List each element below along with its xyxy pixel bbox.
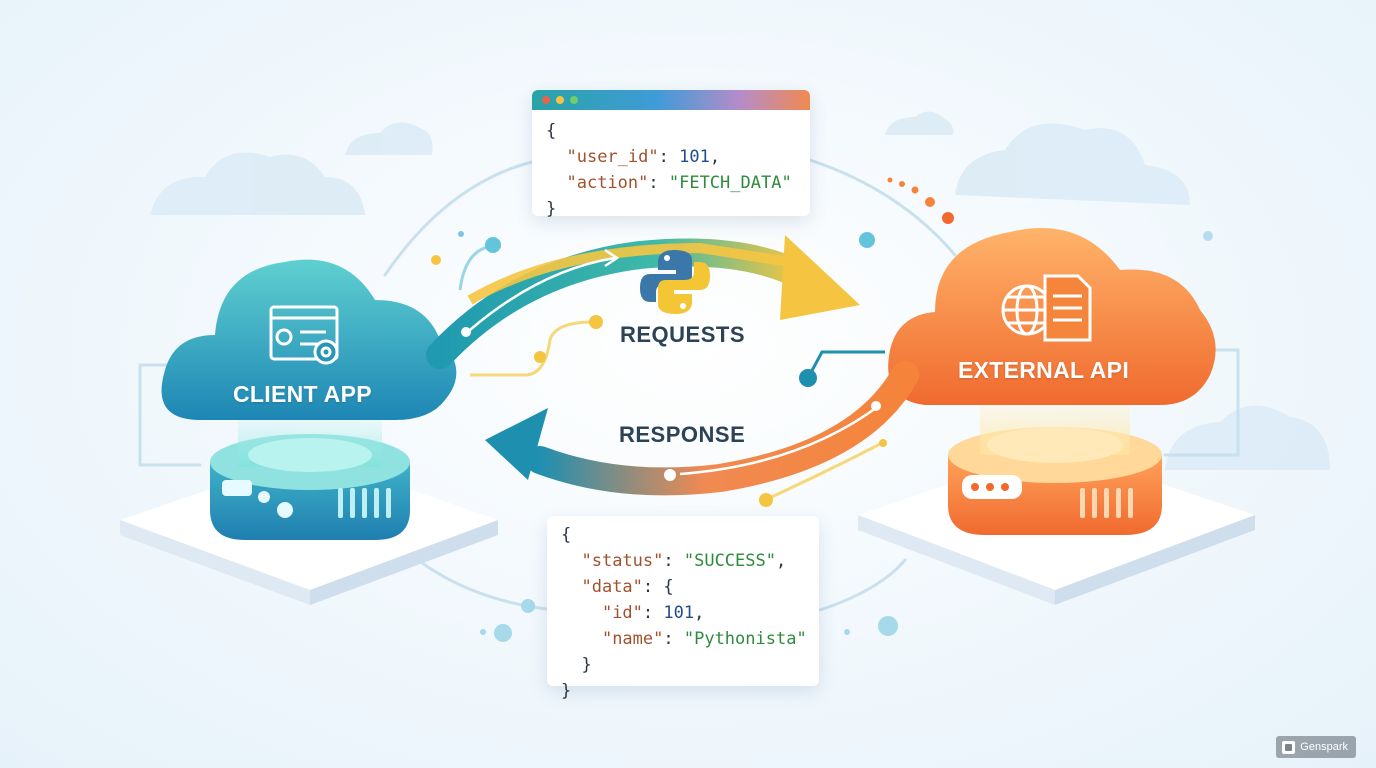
json-value-user-id: 101 [679,147,710,167]
window-close-dot [542,96,550,104]
genspark-icon [1282,740,1296,754]
response-label: RESPONSE [619,422,746,447]
json-key-action: "action" [566,173,649,193]
json-key-user-id: "user_id" [566,147,659,167]
response-arrow [485,361,919,496]
response-payload-panel: { "status": "SUCCESS", "data": { "id": 1… [547,516,819,701]
window-minimize-dot [556,96,564,104]
json-value-id: 101 [663,603,695,623]
json-brace: } [581,655,592,675]
request-arrow [426,235,860,369]
json-value-action: "FETCH_DATA" [668,173,792,193]
json-brace: { [663,577,674,597]
python-logo-icon [640,250,710,314]
watermark-text: Genspark [1300,741,1348,753]
client-app-label: CLIENT APP [233,381,372,407]
request-json: { "user_id": 101, "action": "FETCH_DATA"… [546,121,792,219]
requests-label: REQUESTS [620,322,746,347]
json-value-status: "SUCCESS" [683,551,776,571]
client-server-box[interactable] [210,415,410,540]
request-payload-panel: { "user_id": 101, "action": "FETCH_DATA"… [532,90,810,219]
json-brace: { [546,121,557,141]
server-vent-icon [1080,488,1133,518]
response-json: { "status": "SUCCESS", "data": { "id": 1… [561,525,807,701]
server-box[interactable] [948,395,1162,535]
client-cloud[interactable] [161,259,457,420]
window-maximize-dot [570,96,578,104]
globe-document-icon [1001,274,1092,342]
monitor-gear-icon [269,305,339,365]
connector-nodes [431,177,1213,642]
external-api-label: EXTERNAL API [958,357,1130,383]
json-brace: } [546,199,557,219]
json-brace: } [561,681,572,701]
json-value-name: "Pythonista" [683,629,807,649]
watermark-badge: Genspark [1276,736,1356,758]
json-key-data: "data" [581,577,643,597]
window-titlebar [532,90,810,110]
server-cloud[interactable] [888,227,1216,405]
json-brace: { [561,525,572,545]
json-key-status: "status" [581,551,664,571]
json-key-name: "name" [601,629,664,649]
json-key-id: "id" [601,603,643,623]
client-vent-icon [338,488,391,518]
